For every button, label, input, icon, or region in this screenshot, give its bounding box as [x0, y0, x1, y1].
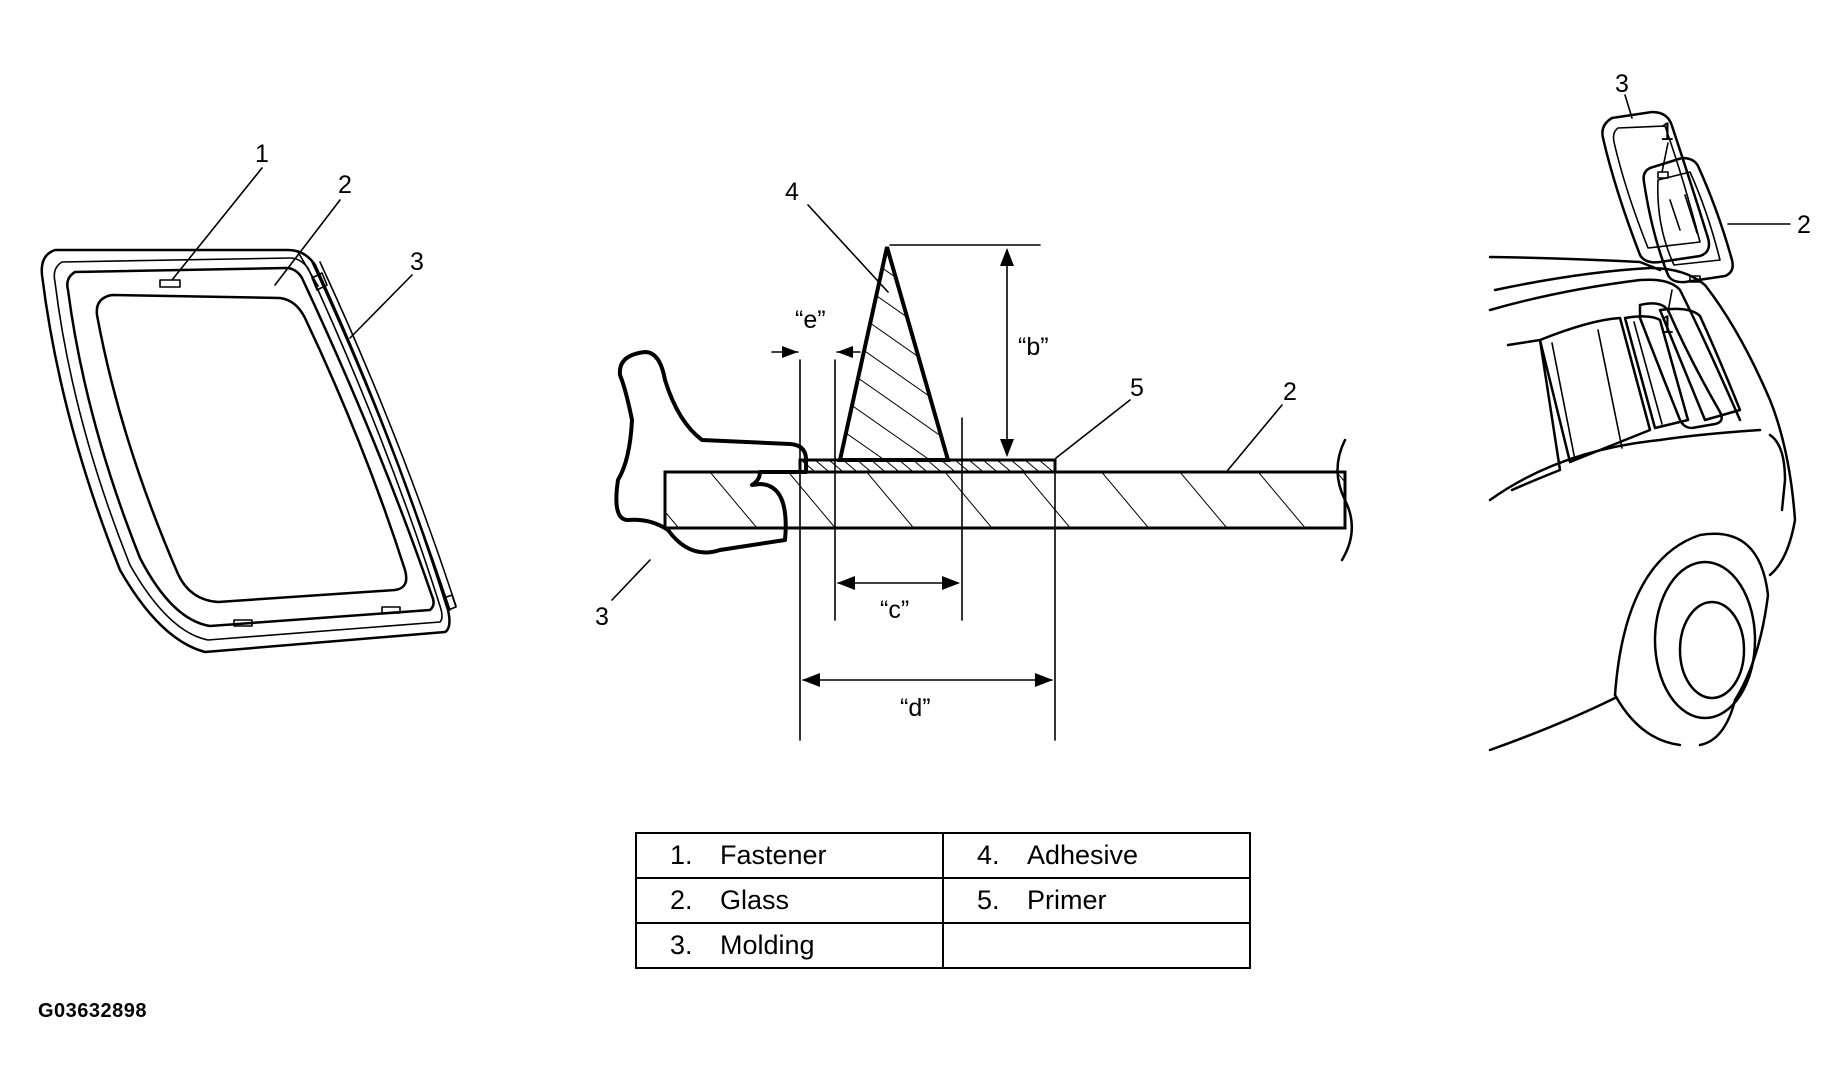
dimension-e: “e” — [771, 306, 861, 358]
exploded-molding-inner — [1612, 125, 1701, 249]
exploded-molding — [1601, 110, 1711, 264]
exploded-glass-inner — [1657, 171, 1721, 266]
left-window-view: 1 2 3 — [40, 140, 457, 654]
leader-1 — [171, 167, 263, 281]
adhesive-bead — [837, 246, 951, 462]
molding-clip-bottom — [443, 594, 457, 611]
exploded-fastener-top — [1657, 171, 1669, 179]
callout-3-section: 3 — [595, 603, 609, 631]
legend-number: 1. — [670, 840, 693, 870]
exploded-fastener-bottom — [1689, 275, 1701, 283]
vehicle-body-line — [1488, 278, 1762, 502]
legend-row: 1. Fastener 4. Adhesive — [635, 832, 1251, 879]
vehicle-roof-line — [1488, 255, 1797, 577]
glass-outline — [66, 266, 435, 628]
dimension-b: “b” — [1000, 248, 1049, 457]
legend-table: 1. Fastener 4. Adhesive 2. Glass 5. Primer 3… — [635, 832, 1251, 969]
dimension-c: “c” — [837, 576, 960, 624]
callout-1: 1 — [255, 140, 269, 168]
callout-1-vehicle-top: 1 — [1660, 118, 1674, 146]
fastener-top — [159, 279, 181, 288]
callout-5: 5 — [1130, 374, 1144, 402]
callout-2: 2 — [338, 171, 352, 199]
legend-cell-empty — [942, 922, 1251, 969]
legend-label: Fastener — [720, 840, 827, 870]
callout-4: 4 — [785, 178, 799, 206]
glass-break-line — [1336, 438, 1354, 562]
vehicle-lower-body — [1488, 693, 1682, 752]
dimension-d: “d” — [802, 673, 1053, 722]
leader-1-vehicle-bottom — [1667, 289, 1673, 313]
callout-2-section: 2 — [1283, 378, 1297, 406]
legend-number: 2. — [670, 885, 693, 915]
legend-cell: 4. Adhesive — [942, 832, 1251, 879]
vehicle-quarter-window-opening — [1638, 302, 1723, 430]
glass-opening-outline — [95, 293, 408, 604]
dimension-e-label: “e” — [795, 306, 826, 334]
molding-inner-outline — [53, 257, 443, 641]
legend-cell: 1. Fastener — [635, 832, 944, 879]
legend-number: 3. — [670, 930, 693, 960]
leader-4 — [807, 204, 889, 293]
leader-3 — [349, 274, 413, 339]
callout-3-vehicle: 3 — [1615, 70, 1629, 98]
dimension-b-label: “b” — [1018, 333, 1049, 361]
glass-section — [663, 470, 1347, 530]
dimension-d-label: “d” — [900, 694, 931, 722]
molding-edge-lines — [297, 251, 457, 611]
leader-5 — [1055, 399, 1131, 459]
dimension-c-label: “c” — [880, 596, 909, 624]
legend-label: Molding — [720, 930, 815, 960]
callout-1-vehicle-bottom: 1 — [1660, 311, 1674, 339]
leader-3-section — [611, 559, 651, 601]
vehicle-rear-bumper — [1768, 433, 1787, 512]
leader-1-vehicle-top — [1661, 142, 1669, 173]
figure-code: G03632898 — [38, 1000, 148, 1022]
vehicle-hubcap — [1678, 600, 1746, 700]
callout-3: 3 — [410, 248, 424, 276]
vehicle-view: 3 1 2 1 — [1488, 70, 1811, 752]
legend-cell: 2. Glass — [635, 877, 944, 924]
molding-clip-top — [311, 272, 328, 291]
callout-2-vehicle: 2 — [1797, 211, 1811, 239]
legend-number: 5. — [977, 885, 1000, 915]
legend-cell: 5. Primer — [942, 877, 1251, 924]
legend-number: 4. — [977, 840, 1000, 870]
section-view: “b” “e” “c” “d” 4 5 2 3 — [595, 178, 1354, 741]
vehicle-wheel — [1653, 560, 1757, 720]
legend-cell: 3. Molding — [635, 922, 944, 969]
fastener-bottom-right — [381, 606, 401, 614]
legend-label: Glass — [720, 885, 790, 915]
legend-row: 2. Glass 5. Primer — [635, 877, 1251, 924]
leader-2-section — [1227, 404, 1283, 471]
fastener-bottom-left — [233, 619, 253, 627]
leader-3-vehicle — [1624, 94, 1633, 119]
legend-label: Adhesive — [1027, 840, 1139, 870]
molding-outer-outline — [40, 248, 451, 654]
legend-label: Primer — [1027, 885, 1107, 915]
vehicle-windows — [1506, 307, 1742, 492]
exploded-glass — [1642, 156, 1734, 284]
vehicle-window-inner — [1551, 321, 1663, 461]
leader-2 — [274, 199, 341, 286]
legend-row: 3. Molding — [635, 922, 1251, 969]
